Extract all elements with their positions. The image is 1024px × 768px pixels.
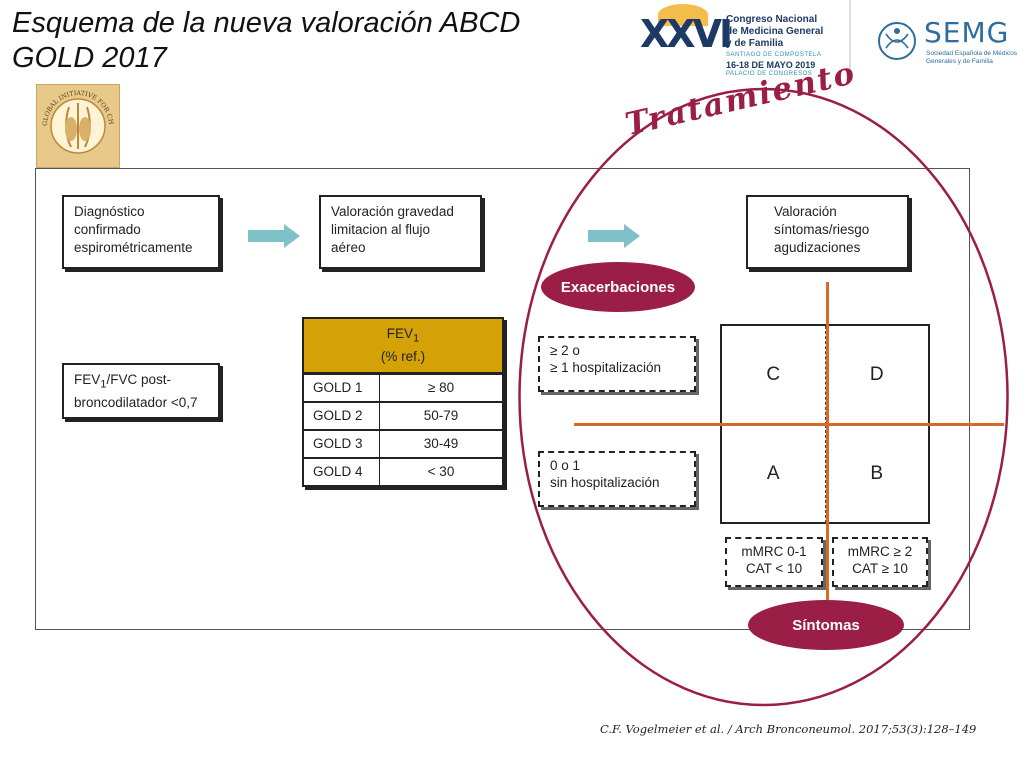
exacerbaciones-pill: Exacerbaciones bbox=[541, 262, 695, 312]
exacerbation-low-box: 0 o 1 sin hospitalización bbox=[538, 451, 696, 507]
diagnostico-line-3: espirométricamente bbox=[74, 240, 193, 255]
congreso-dates: 16-18 DE MAYO 2019 bbox=[726, 60, 816, 70]
fev1-header-unit: (% ref.) bbox=[380, 348, 426, 364]
symptom-high-box: mMRC ≥ 2 CAT ≥ 10 bbox=[832, 537, 928, 587]
sintomas-pill: Síntomas bbox=[748, 600, 904, 650]
exacerbation-high-line-1: ≥ 2 o bbox=[550, 343, 580, 358]
congreso-logo: XXVI Congreso Nacional de Medicina Gener… bbox=[640, 4, 840, 80]
congreso-line-3: y de Familia bbox=[726, 38, 784, 49]
valoracion-sintomas-line-1: Valoración bbox=[774, 204, 837, 219]
citation: C.F. Vogelmeier et al. / Arch Bronconeum… bbox=[600, 722, 977, 736]
arrow-right-icon bbox=[588, 224, 640, 248]
valoracion-gravedad-line-3: aéreo bbox=[331, 240, 366, 255]
fev1-header-main: FEV bbox=[386, 326, 413, 341]
quadrant-d: D bbox=[825, 326, 928, 425]
fev1-value: 30-49 bbox=[423, 435, 459, 451]
valoracion-gravedad-line-2: limitacion al flujo bbox=[331, 222, 431, 237]
sun-swoosh-icon bbox=[658, 4, 708, 26]
symptom-low-line-2: CAT < 10 bbox=[745, 561, 803, 576]
exacerbation-low-line-2: sin hospitalización bbox=[550, 475, 660, 490]
exacerbation-high-line-2: ≥ 1 hospitalización bbox=[550, 360, 661, 375]
diagnostico-line-1: Diagnóstico bbox=[74, 204, 145, 219]
diagnostico-line-2: confirmado bbox=[74, 222, 141, 237]
fev-fvc-part-1: FEV bbox=[74, 372, 101, 387]
table-row: GOLD 3 30-49 bbox=[304, 428, 502, 457]
exacerbation-axis-line bbox=[574, 423, 1004, 426]
logo-divider bbox=[849, 0, 851, 80]
gold-logo: GLOBAL INITIATIVE FOR CHRONIC OBSTRUCTIV… bbox=[34, 80, 120, 168]
symptom-high-line-2: CAT ≥ 10 bbox=[852, 561, 908, 576]
quadrant-b: B bbox=[870, 463, 884, 484]
slide-title: Esquema de la nueva valoración ABCD GOLD… bbox=[12, 6, 520, 76]
fev1-table: FEV1 (% ref.) GOLD 1 ≥ 80 GOLD 2 50-79 G… bbox=[302, 317, 504, 487]
fev1-table-header: FEV1 (% ref.) bbox=[304, 319, 502, 373]
quadrant-c: C bbox=[722, 326, 826, 425]
valoracion-sintomas-line-3: agudizaciones bbox=[774, 240, 861, 255]
symptom-high-line-1: mMRC ≥ 2 bbox=[847, 544, 913, 559]
congreso-line-1: Congreso Nacional bbox=[726, 14, 818, 25]
symptom-low-line-1: mMRC 0-1 bbox=[741, 544, 807, 559]
semg-subtitle-2: Generales y de Familia bbox=[926, 58, 993, 65]
semg-subtitle-1: Sociedad Española de Médicos bbox=[926, 50, 1018, 57]
gold-grade: GOLD 3 bbox=[304, 430, 380, 457]
semg-emblem-icon bbox=[876, 20, 918, 62]
congreso-line-2: de Medicina General bbox=[726, 26, 824, 37]
exacerbation-high-box: ≥ 2 o ≥ 1 hospitalización bbox=[538, 336, 696, 392]
slide-title-line-1: Esquema de la nueva valoración ABCD bbox=[12, 7, 521, 39]
semg-name: SEMG bbox=[924, 16, 1010, 49]
gold-globe-icon: GLOBAL INITIATIVE FOR CHRONIC OBSTRUCTIV… bbox=[34, 80, 114, 154]
gold-grade: GOLD 1 bbox=[304, 374, 380, 401]
quadrant-a: A bbox=[722, 425, 826, 523]
congreso-number: XXVI bbox=[640, 12, 733, 56]
gold-grade: GOLD 2 bbox=[304, 402, 380, 429]
fev1-header-sub: 1 bbox=[413, 332, 420, 345]
valoracion-gravedad-box: Valoración gravedad limitacion al flujo … bbox=[319, 195, 482, 269]
slide-title-line-2: GOLD 2017 bbox=[12, 42, 167, 74]
arrow-right-icon bbox=[248, 224, 300, 248]
exacerbation-low-line-1: 0 o 1 bbox=[550, 458, 581, 473]
symptom-axis-line bbox=[826, 282, 829, 622]
fev1-value: 50-79 bbox=[423, 407, 459, 423]
table-row: GOLD 2 50-79 bbox=[304, 400, 502, 429]
valoracion-gravedad-line-1: Valoración gravedad bbox=[331, 204, 454, 219]
congreso-city: SANTIAGO DE COMPOSTELA bbox=[726, 52, 822, 58]
fev-fvc-line-2: broncodilatador <0,7 bbox=[74, 394, 198, 410]
table-row: GOLD 1 ≥ 80 bbox=[304, 372, 502, 401]
valoracion-sintomas-box: Valoración síntomas/riesgo agudizaciones bbox=[746, 195, 909, 269]
diagnostico-box: Diagnóstico confirmado espirométricament… bbox=[62, 195, 220, 269]
table-row: GOLD 4 < 30 bbox=[304, 456, 502, 485]
congreso-venue: PALACIO DE CONGRESOS bbox=[726, 71, 813, 77]
valoracion-sintomas-line-2: síntomas/riesgo bbox=[774, 222, 870, 237]
fev1-value: < 30 bbox=[427, 463, 455, 479]
fev-fvc-sub: 1 bbox=[100, 378, 107, 391]
fev-fvc-box: FEV1/FVC post- broncodilatador <0,7 bbox=[62, 363, 220, 419]
gold-grade: GOLD 4 bbox=[304, 458, 380, 485]
symptom-low-box: mMRC 0-1 CAT < 10 bbox=[725, 537, 823, 587]
fev-fvc-part-2: /FVC post- bbox=[106, 372, 172, 387]
fev1-value: ≥ 80 bbox=[427, 379, 455, 395]
